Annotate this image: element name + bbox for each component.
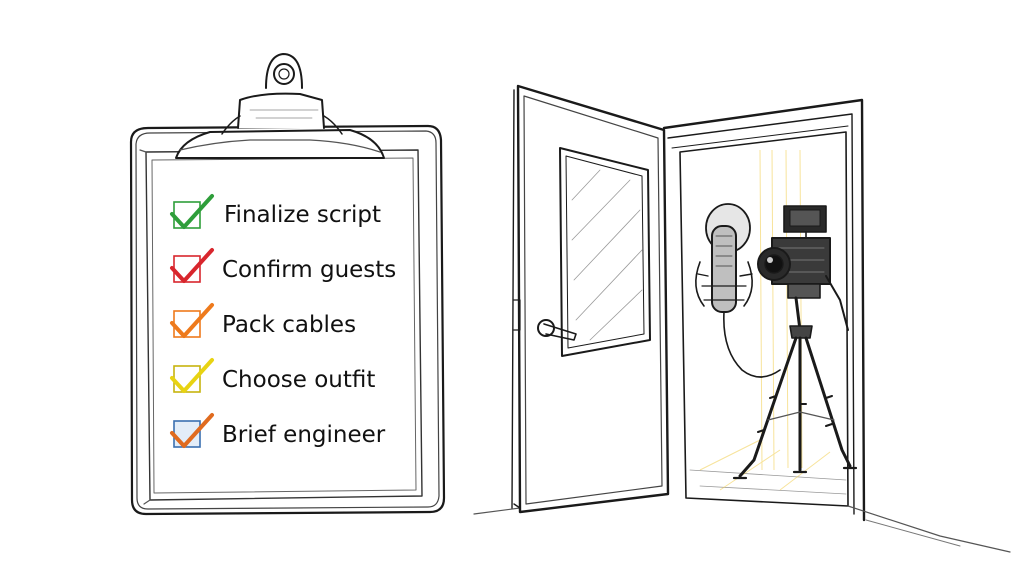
checklist-item-label: Finalize script <box>224 202 381 228</box>
checklist-item-label: Brief engineer <box>222 422 386 448</box>
checkmark-icon <box>170 194 214 229</box>
studio-light-glow <box>699 149 831 491</box>
tripod-icon <box>732 296 858 480</box>
checkmark-icon <box>170 248 214 283</box>
checkmark-icon <box>170 358 214 393</box>
checkmark-icon <box>170 413 214 448</box>
checklist-item-label: Pack cables <box>222 312 356 338</box>
checklist: Finalize script Confirm guests Pack cabl… <box>170 194 396 448</box>
checkmark-icon <box>170 303 214 338</box>
checklist-item-label: Confirm guests <box>222 257 396 283</box>
video-camera-icon <box>757 205 849 331</box>
checklist-item-brief-engineer: Brief engineer <box>170 413 386 448</box>
checklist-item-finalize-script: Finalize script <box>170 194 381 229</box>
door-frame <box>473 98 1011 553</box>
checklist-item-label: Choose outfit <box>222 367 375 393</box>
checklist-item-confirm-guests: Confirm guests <box>170 248 396 283</box>
checklist-item-pack-cables: Pack cables <box>170 303 356 338</box>
microphone-icon <box>695 203 781 378</box>
door-icon <box>511 84 670 514</box>
clipboard-icon <box>129 53 446 516</box>
checklist-item-choose-outfit: Choose outfit <box>170 358 375 393</box>
door-handle-icon <box>537 319 555 337</box>
